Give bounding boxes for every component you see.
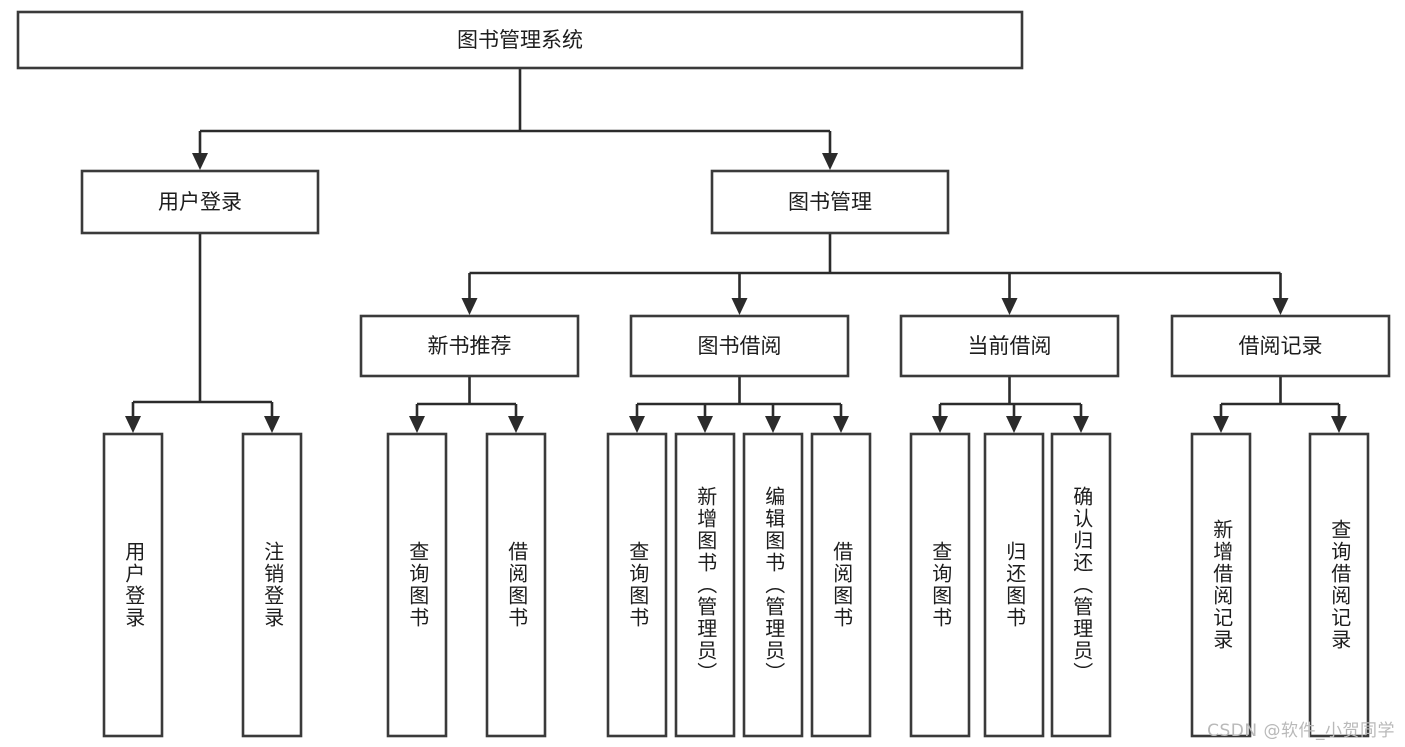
leaf-node-leaf-query-book-2[interactable]	[606, 432, 668, 738]
connector-arrowhead	[1073, 416, 1089, 433]
leaf-node-leaf-add-record[interactable]	[1190, 432, 1252, 738]
connectors-layer	[125, 68, 1347, 433]
node-user-login-rect[interactable]	[80, 169, 320, 235]
node-current-borrow-label: 当前借阅	[968, 334, 1052, 358]
connector-arrowhead	[1006, 416, 1022, 433]
node-current-borrow-rect[interactable]	[899, 314, 1120, 378]
leaf-node-leaf-query-book-1-rect[interactable]	[386, 432, 448, 738]
watermark-text: CSDN @软件_小贺同学	[1207, 721, 1395, 741]
connector-arrowhead	[1331, 416, 1347, 433]
node-book-manage-label: 图书管理	[788, 190, 872, 214]
connector-arrowhead	[731, 298, 748, 315]
leaf-node-leaf-query-book-3-rect[interactable]	[909, 432, 971, 738]
leaf-node-leaf-add-book[interactable]	[674, 432, 736, 738]
leaf-node-leaf-edit-book[interactable]	[742, 432, 804, 738]
leaf-node-leaf-return-book[interactable]	[983, 432, 1045, 738]
node-root[interactable]: 图书管理系统	[16, 10, 1024, 70]
connector-arrowhead	[822, 153, 838, 170]
connector-arrowhead	[932, 416, 948, 433]
leaf-node-leaf-borrow-book-1-rect[interactable]	[485, 432, 547, 738]
leaf-node-leaf-borrow-book-2[interactable]	[810, 432, 872, 738]
node-book-manage-rect[interactable]	[710, 169, 950, 235]
leaf-node-leaf-edit-book-rect[interactable]	[742, 432, 804, 738]
node-new-book-rec-rect[interactable]	[359, 314, 580, 378]
node-root-label: 图书管理系统	[457, 28, 583, 52]
node-book-borrow[interactable]: 图书借阅	[629, 314, 850, 378]
leaf-node-leaf-query-book-2-rect[interactable]	[606, 432, 668, 738]
leaf-node-leaf-confirm-return-rect[interactable]	[1050, 432, 1112, 738]
connector-arrowhead	[264, 416, 280, 433]
connector-arrowhead	[833, 416, 849, 433]
connector-arrowhead	[629, 416, 645, 433]
node-borrow-record[interactable]: 借阅记录	[1170, 314, 1391, 378]
leaf-node-leaf-logout[interactable]	[241, 432, 303, 738]
leaf-node-leaf-user-login-rect[interactable]	[102, 432, 164, 738]
connector-arrowhead	[1272, 298, 1289, 315]
node-root-rect[interactable]	[16, 10, 1024, 70]
connector-arrowhead	[409, 416, 425, 433]
leaf-node-leaf-borrow-book-2-rect[interactable]	[810, 432, 872, 738]
connector-arrowhead	[1001, 298, 1018, 315]
node-user-login[interactable]: 用户登录	[80, 169, 320, 235]
node-current-borrow[interactable]: 当前借阅	[899, 314, 1120, 378]
connector-arrowhead	[765, 416, 781, 433]
leaf-node-leaf-borrow-book-1[interactable]	[485, 432, 547, 738]
node-borrow-record-rect[interactable]	[1170, 314, 1391, 378]
connector-arrowhead	[508, 416, 524, 433]
leaf-node-leaf-return-book-rect[interactable]	[983, 432, 1045, 738]
node-book-manage[interactable]: 图书管理	[710, 169, 950, 235]
leaf-node-leaf-query-record-rect[interactable]	[1308, 432, 1370, 738]
node-new-book-rec[interactable]: 新书推荐	[359, 314, 580, 378]
connector-arrowhead	[192, 153, 208, 170]
leaf-node-leaf-logout-rect[interactable]	[241, 432, 303, 738]
connector-arrowhead	[697, 416, 713, 433]
connector-arrowhead	[125, 416, 141, 433]
leaf-node-leaf-confirm-return[interactable]	[1050, 432, 1112, 738]
node-borrow-record-label: 借阅记录	[1239, 334, 1323, 358]
connector-arrowhead	[461, 298, 478, 315]
leaf-node-leaf-query-book-1[interactable]	[386, 432, 448, 738]
node-book-borrow-rect[interactable]	[629, 314, 850, 378]
node-new-book-rec-label: 新书推荐	[428, 334, 512, 358]
leaf-node-leaf-add-record-rect[interactable]	[1190, 432, 1252, 738]
connector-arrowhead	[1213, 416, 1229, 433]
leaf-node-leaf-user-login[interactable]	[102, 432, 164, 738]
leaf-node-leaf-query-record[interactable]	[1308, 432, 1370, 738]
node-book-borrow-label: 图书借阅	[698, 334, 782, 358]
leaf-node-leaf-add-book-rect[interactable]	[674, 432, 736, 738]
node-user-login-label: 用户登录	[158, 190, 242, 214]
leaf-node-leaf-query-book-3[interactable]	[909, 432, 971, 738]
